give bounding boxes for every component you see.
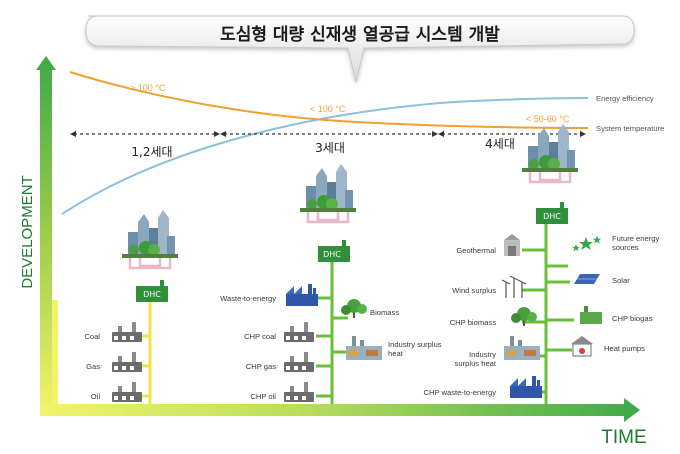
banner-title: 도심형 대량 신재생 열공급 시스템 개발 xyxy=(220,24,500,45)
temp-low-label: < 50-60 °C xyxy=(526,114,570,124)
gen3-industry-label-box: Industry surplus heat xyxy=(388,340,442,358)
gen4-source-industry-surplus-heat: Industry surplus heat xyxy=(454,350,496,368)
gen4-source-geothermal: Geothermal xyxy=(456,246,496,255)
gen3-network xyxy=(284,162,382,404)
gen12-label: 1,2세대 xyxy=(131,145,172,159)
gen3-dhc-label: DHC xyxy=(323,250,341,259)
gen4-label: 4세대 xyxy=(485,137,515,151)
gen4-source-heat-pumps: Heat pumps xyxy=(604,344,645,353)
gen12-network xyxy=(112,208,180,404)
gen12-source-coal: Coal xyxy=(84,332,100,341)
gen4-source-wind-surplus: Wind surplus xyxy=(452,286,496,295)
banner-shape xyxy=(85,15,635,83)
gen4-dhc-label: DHC xyxy=(543,212,561,221)
energy-efficiency-label: Energy efficiency xyxy=(596,94,654,103)
gen4-source-chp-biogas: CHP biogas xyxy=(612,314,653,323)
gen4-source-chp-biomass: CHP biomass xyxy=(450,318,496,327)
gen1-axis-band xyxy=(52,300,58,404)
x-axis-label: TIME xyxy=(601,427,646,448)
y-axis-label: DEVELOPMENT xyxy=(19,175,36,288)
gen4-future-label-box: Future energy sources xyxy=(612,234,660,252)
gen4-source-solar: Solar xyxy=(612,276,630,285)
temp-high-label: > 100 °C xyxy=(130,83,166,93)
gen3-source-chp-oil: CHP oil xyxy=(250,392,276,401)
x-axis-arrow xyxy=(40,398,640,422)
gen3-source-chp-coal: CHP coal xyxy=(244,332,276,341)
gen3-source-chp-gas: CHP gas xyxy=(246,362,276,371)
gen4-industry-label-box: Industry surplus heat xyxy=(454,350,496,368)
gen4-source-future-energy: Future energy sources xyxy=(612,234,660,252)
temp-mid-label: < 100 °C xyxy=(310,104,346,114)
gen3-source-biomass: Biomass xyxy=(370,308,399,317)
gen12-source-oil: Oil xyxy=(91,392,101,401)
energy-efficiency-curve xyxy=(61,97,589,215)
system-temperature-curve xyxy=(69,71,589,129)
gen3-source-waste-to-energy: Waste-to-energy xyxy=(220,294,276,303)
gen4-source-chp-waste-to-energy: CHP waste-to-energy xyxy=(424,388,497,397)
gen12-source-gas: Gas xyxy=(86,362,100,371)
system-temperature-label: System temperature xyxy=(596,124,664,133)
y-axis-arrow xyxy=(36,56,56,414)
gen4-network xyxy=(501,122,602,404)
gen3-label: 3세대 xyxy=(315,141,345,155)
gen3-source-industry-surplus-heat: Industry surplus heat xyxy=(388,340,442,358)
gen12-dhc-label: DHC xyxy=(143,290,161,299)
